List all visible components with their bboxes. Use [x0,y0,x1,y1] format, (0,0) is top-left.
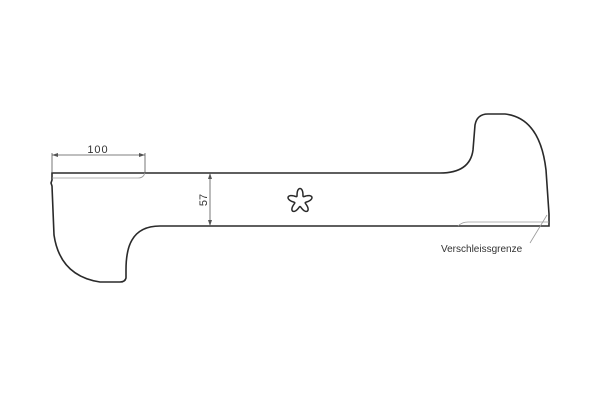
wear-limit-label: Verschleissgrenze [441,244,523,255]
dimension-length-label: 100 [87,144,108,156]
dimension-length [51,153,146,173]
wear-limit-line-right [457,221,549,227]
dimension-width-label: 57 [198,194,210,206]
star-mounting-hole-icon [287,187,313,213]
wear-limit-line-left [52,171,146,179]
blade-outline [50,113,550,283]
wear-limit-leader [529,214,548,244]
dimension-width [208,173,212,226]
